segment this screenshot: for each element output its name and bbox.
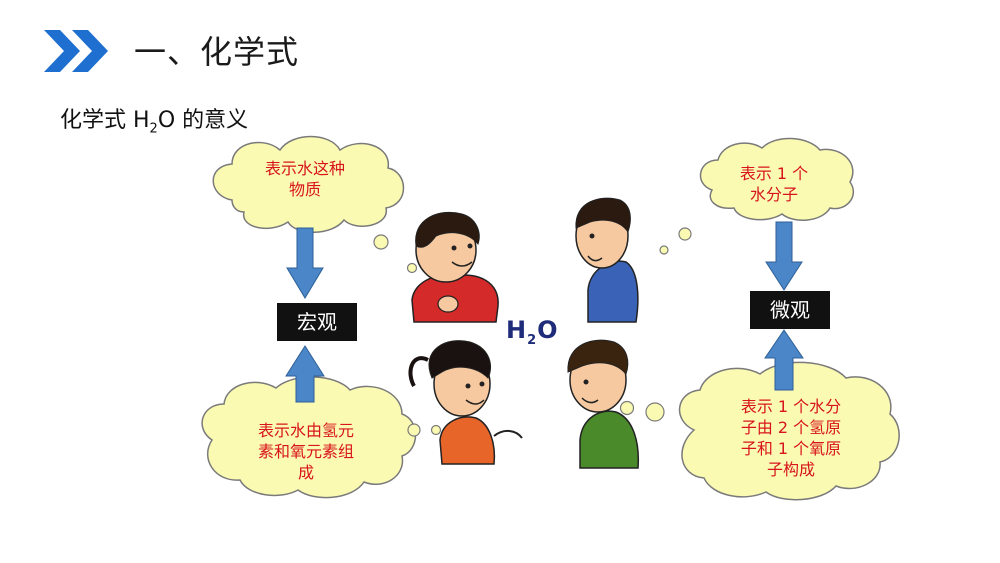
center-formula: H2O xyxy=(506,316,559,348)
boy-green-shirt-icon xyxy=(567,339,640,469)
micro-bottom-cloud-text: 表示 1 个水分 子由 2 个氢原 子和 1 个氧原 子构成 xyxy=(740,397,842,479)
double-chevron-icon xyxy=(44,30,108,72)
macro-bottom-cloud xyxy=(201,376,442,499)
girl-orange-shirt-icon xyxy=(408,340,523,465)
arrow-up-right xyxy=(764,329,804,391)
arrow-up-left xyxy=(285,345,325,403)
micro-label: 微观 xyxy=(750,291,830,329)
page-title: 一、化学式 xyxy=(134,33,300,71)
macro-top-cloud-text: 表示水这种 物质 xyxy=(264,159,345,199)
section-subtitle: 化学式 H2O 的意义 xyxy=(60,108,249,137)
macro-bottom-cloud-text: 表示水由氢元 素和氧元素组 成 xyxy=(257,421,354,482)
boy-red-shirt-icon xyxy=(411,211,499,323)
arrow-down-right xyxy=(765,221,803,291)
micro-top-cloud xyxy=(659,137,855,255)
man-blue-shirt-icon xyxy=(575,197,639,323)
micro-top-cloud-text: 表示 1 个 水分子 xyxy=(739,164,809,204)
macro-top-cloud xyxy=(212,135,405,233)
arrow-down-left xyxy=(286,227,324,299)
macro-label: 宏观 xyxy=(277,303,357,341)
micro-bottom-cloud xyxy=(619,361,900,501)
